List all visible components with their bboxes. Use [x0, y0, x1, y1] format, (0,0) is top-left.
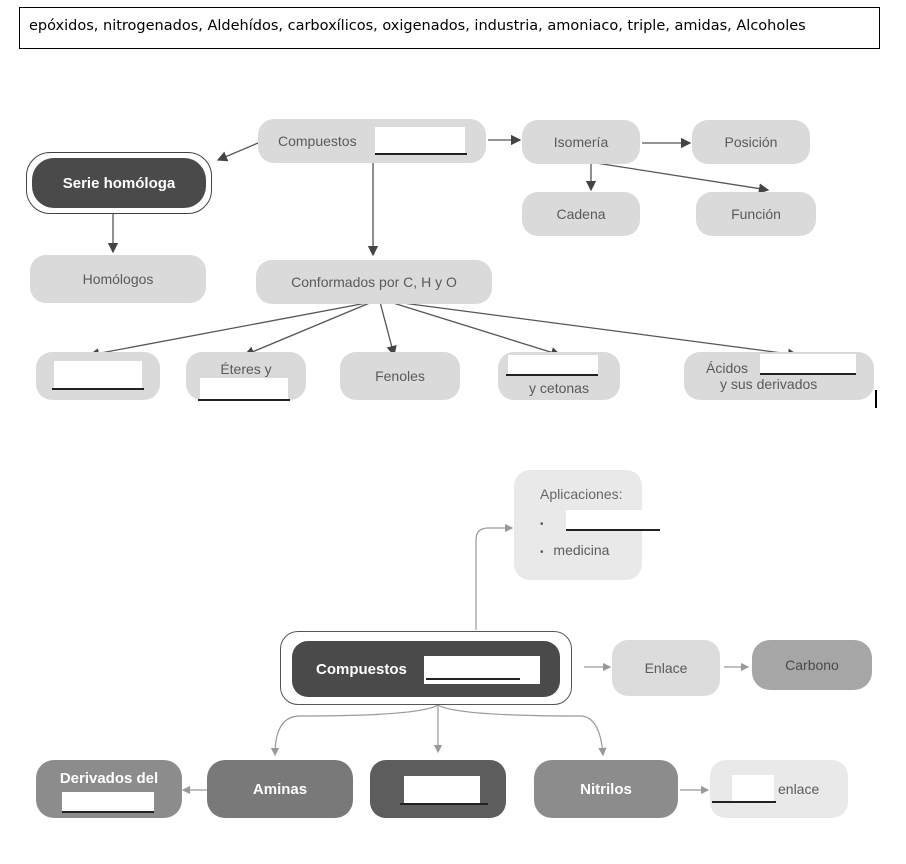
isomeria-label: Isomería	[553, 134, 609, 150]
posicion-label: Posición	[724, 134, 778, 150]
nitrilos-label: Nitrilos	[580, 780, 632, 798]
blank-compuestos-2[interactable]	[424, 656, 540, 684]
node-serie-homologa: Serie homóloga	[32, 158, 206, 208]
eteres-label: Éteres y	[220, 361, 272, 377]
node-carbono: Carbono	[752, 640, 872, 690]
blank-line	[375, 153, 467, 155]
serie-homologa-label: Serie homóloga	[62, 174, 176, 192]
aplicaciones-label: Aplicaciones:	[540, 486, 623, 502]
cadena-label: Cadena	[556, 206, 606, 222]
fenoles-label: Fenoles	[375, 368, 425, 384]
bullet-1: •	[540, 519, 544, 530]
blank-line	[760, 373, 856, 375]
word-bank: epóxidos, nitrogenados, Aldehídos, carbo…	[19, 7, 880, 49]
compuestos-2-label: Compuestos	[316, 660, 407, 678]
blank-amidas[interactable]	[404, 776, 480, 804]
node-nitrilos: Nitrilos	[534, 760, 678, 818]
node-isomeria: Isomería	[522, 120, 640, 164]
blank-eteres[interactable]	[200, 378, 288, 402]
blank-aplicacion[interactable]	[566, 510, 642, 530]
acidos-label: Ácidos	[706, 360, 749, 376]
blank-line	[198, 399, 290, 401]
blank-triple[interactable]	[732, 775, 774, 801]
node-cadena: Cadena	[522, 192, 640, 236]
funcion-label: Función	[731, 206, 781, 222]
node-funcion: Función	[696, 192, 816, 236]
blank-aldehidos[interactable]	[508, 355, 598, 375]
blank-line	[712, 801, 776, 803]
blank-line	[52, 388, 144, 390]
carbono-label: Carbono	[785, 657, 839, 673]
blank-line	[426, 678, 520, 680]
node-homologos: Homólogos	[30, 255, 206, 303]
medicina-label: medicina	[553, 542, 610, 558]
blank-amoniaco[interactable]	[62, 792, 154, 812]
derivados-del-label: Derivados del	[59, 770, 159, 787]
enlace-label: Enlace	[644, 660, 688, 676]
blank-compuestos-1[interactable]	[375, 127, 465, 155]
bullet-2: •	[540, 547, 544, 558]
blank-carboxilicos[interactable]	[760, 354, 856, 374]
blank-line	[566, 529, 660, 531]
blank-line	[400, 803, 488, 805]
node-fenoles: Fenoles	[340, 352, 460, 400]
aminas-label: Aminas	[252, 780, 308, 798]
node-enlace: Enlace	[612, 640, 720, 696]
blank-line	[506, 374, 598, 376]
blank-alcoholes[interactable]	[54, 361, 142, 389]
node-compuestos-1-label: Compuestos	[278, 133, 357, 149]
node-posicion: Posición	[692, 120, 810, 164]
node-aminas: Aminas	[207, 760, 353, 818]
conformados-label: Conformados por C, H y O	[291, 274, 457, 290]
cursor-mark	[875, 390, 877, 408]
homologos-label: Homólogos	[82, 271, 154, 287]
enlace-small-label: enlace	[778, 781, 820, 797]
node-conformados: Conformados por C, H y O	[256, 260, 492, 304]
node-triple-enlace: enlace	[710, 760, 848, 818]
blank-line	[62, 811, 154, 813]
acidos-derivados-label: y sus derivados	[720, 376, 818, 392]
cetonas-label: y cetonas	[529, 380, 589, 396]
